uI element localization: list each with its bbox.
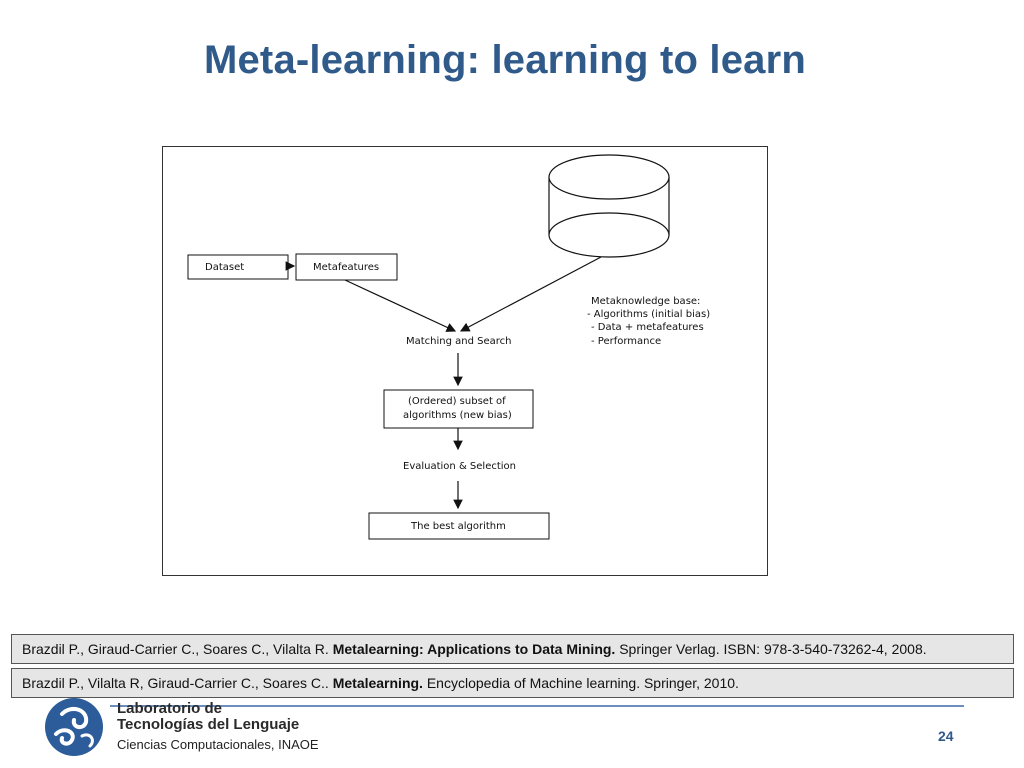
arrow-kb-matching: [459, 256, 602, 332]
arrow-metafeatures-matching: [344, 279, 457, 332]
kb-item-algorithms: - Algorithms (initial bias): [587, 309, 710, 320]
metalearning-diagram: Dataset Metafeatures Metaknowledge base:…: [162, 146, 768, 576]
matching-label: Matching and Search: [406, 336, 512, 347]
lab-logo-icon: [45, 698, 103, 756]
kb-title: Metaknowledge base:: [591, 296, 700, 307]
lab-name-line1: Laboratorio de: [117, 700, 223, 717]
page-number: 24: [938, 728, 954, 744]
metafeatures-label: Metafeatures: [313, 262, 379, 273]
reference-1: Brazdil P., Giraud-Carrier C., Soares C.…: [11, 634, 1014, 664]
best-algorithm-label: The best algorithm: [410, 521, 506, 532]
reference-1-authors: Brazdil P., Giraud-Carrier C., Soares C.…: [22, 641, 333, 657]
dataset-box: [187, 254, 289, 280]
metaknowledge-database-icon: [548, 154, 670, 258]
best-algorithm-box: [368, 512, 550, 540]
reference-1-rest: Springer Verlag. ISBN: 978-3-540-73262-4…: [615, 641, 927, 657]
reference-2: Brazdil P., Vilalta R, Giraud-Carrier C.…: [11, 668, 1014, 698]
reference-2-authors: Brazdil P., Vilalta R, Giraud-Carrier C.…: [22, 675, 333, 691]
diagram-canvas: Dataset Metafeatures Metaknowledge base:…: [187, 154, 710, 540]
footer-divider: [110, 705, 964, 707]
subset-label-line1: (Ordered) subset of: [408, 396, 506, 407]
lab-name: Laboratorio de Tecnologías del Lenguaje: [117, 701, 299, 733]
subset-box: [383, 389, 534, 429]
reference-1-title: Metalearning: Applications to Data Minin…: [332, 641, 616, 657]
slide-title: Meta-learning: learning to learn: [203, 38, 807, 82]
kb-item-performance: - Performance: [591, 336, 661, 347]
dataset-label: Dataset: [205, 262, 244, 273]
kb-item-data: - Data + metafeatures: [591, 322, 704, 333]
evaluation-label: Evaluation & Selection: [403, 461, 516, 472]
subset-label-line2: algorithms (new bias): [403, 410, 512, 421]
lab-subtitle: Ciencias Computacionales, INAOE: [117, 737, 319, 752]
metafeatures-box: [295, 253, 398, 281]
reference-2-title: Metalearning.: [332, 675, 423, 691]
lab-name-line2: Tecnologías del Lenguaje: [117, 716, 300, 733]
reference-2-rest: Encyclopedia of Machine learning. Spring…: [422, 675, 739, 691]
